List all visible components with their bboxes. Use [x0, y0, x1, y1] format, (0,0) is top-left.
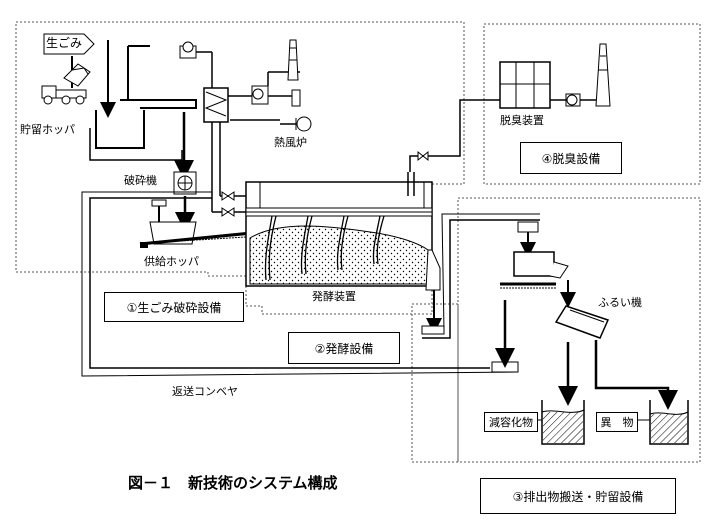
group-outline-fermentation-lower	[411, 303, 459, 463]
label-crusher: 破砕機	[124, 174, 157, 187]
group-outline-deodorizing	[483, 23, 701, 185]
valve-shape-1	[221, 191, 235, 201]
group-label-fermentation: ②発酵設備	[288, 332, 400, 364]
label-sieve: ふるい機	[598, 296, 642, 309]
foreign-matter-bin	[649, 400, 689, 445]
tag-reduced-product: 減容化物	[484, 412, 538, 432]
valve-shape-3	[417, 150, 429, 162]
fermenter-agitators	[264, 215, 385, 281]
heat-exchanger-shape	[203, 87, 229, 123]
garbage-tag-shape	[43, 33, 95, 55]
deodorizer-unit	[499, 61, 551, 109]
group-outline-crushing	[15, 21, 465, 315]
label-hot-air-furnace: 熱風炉	[274, 136, 307, 149]
label-fermenter: 発酵装置	[312, 290, 356, 303]
group-label-crushing: ①生ごみ破砕設備	[104, 292, 244, 322]
label-storage-hopper: 貯留ホッパ	[20, 123, 75, 136]
group-label-discharge: ③排出物搬送・貯留設備	[480, 478, 676, 514]
truck-icon	[41, 63, 91, 105]
reduced-product-bin	[541, 400, 585, 445]
return-conveyor-line	[89, 197, 490, 369]
label-deodorizer: 脱臭装置	[500, 114, 544, 127]
label-garbage: 生ごみ	[46, 36, 83, 50]
group-label-deodorizing: ④脱臭設備	[520, 142, 622, 174]
tag-foreign-matter: 異 物	[596, 412, 638, 432]
storage-hopper-shape	[95, 110, 145, 149]
sieve-shape	[554, 305, 610, 339]
furnace-fan-shape	[296, 116, 312, 132]
chimney-large	[595, 43, 611, 107]
figure-caption: 図－１ 新技術のシステム構成	[128, 474, 338, 492]
valve-shape-2	[221, 207, 235, 217]
label-feed-hopper: 供給ホッパ	[144, 255, 199, 268]
label-return-conveyor: 返送コンベヤ	[172, 385, 238, 398]
